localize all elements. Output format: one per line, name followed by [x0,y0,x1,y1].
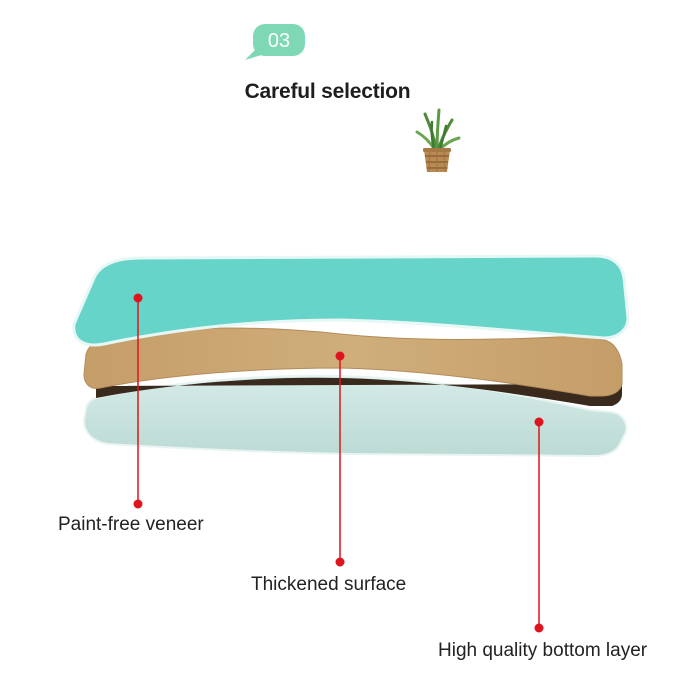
top-veneer-layer [72,254,630,347]
middle-wood-layer [83,327,623,406]
step-number-badge: 03 [243,22,307,62]
step-number: 03 [267,30,291,52]
surface-label: Thickened surface [251,574,407,595]
bottom-layer-pointer [534,417,544,633]
veneer-pointer [133,293,143,509]
bottom-layer [82,374,628,458]
bottom-layer-label: High quality bottom layer [438,640,648,661]
veneer-label: Paint-free veneer [58,514,204,535]
page-title: Careful selection [244,80,411,103]
surface-pointer [335,351,345,567]
potted-aloe-plant-icon [412,108,462,176]
speech-bubble-icon [245,24,305,60]
